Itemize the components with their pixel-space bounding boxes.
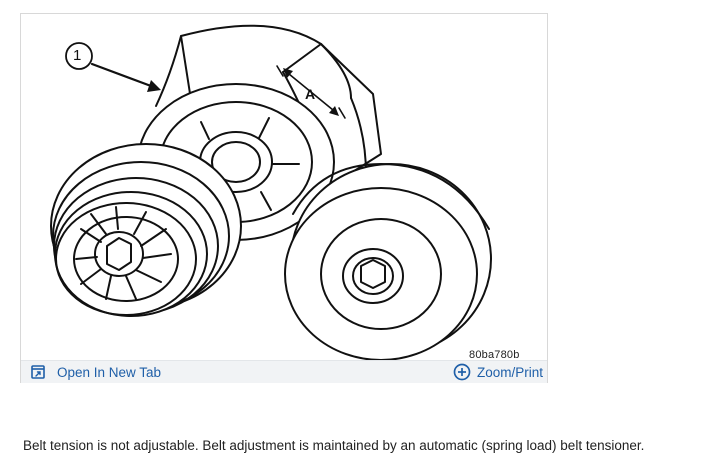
caption-text: Belt tension is not adjustable. Belt adj…: [23, 438, 645, 453]
open-in-new-tab-label: Open In New Tab: [57, 364, 162, 380]
zoom-print-button[interactable]: Zoom/Print: [453, 363, 543, 381]
belt-tensioner-illustration: [50, 24, 492, 360]
dimension-label: A: [305, 86, 316, 102]
grooved-pulley-left: [50, 143, 242, 317]
dimension-a: [276, 65, 346, 119]
figure-toolbar: Open In New Tab Zoom/Print: [21, 360, 547, 383]
figure-frame: 1 A 80ba780b Open In New Tab Zoom/Print: [20, 13, 548, 383]
zoom-print-label: Zoom/Print: [476, 364, 543, 380]
idler-pulley-right: [284, 163, 492, 360]
figure-code: 80ba780b: [469, 349, 520, 361]
zoom-plus-icon: [453, 363, 471, 381]
open-in-new-tab-icon: [31, 365, 45, 379]
callout-1: [65, 42, 161, 92]
callout-number: 1: [73, 47, 82, 64]
open-in-new-tab-button[interactable]: Open In New Tab: [31, 363, 161, 381]
